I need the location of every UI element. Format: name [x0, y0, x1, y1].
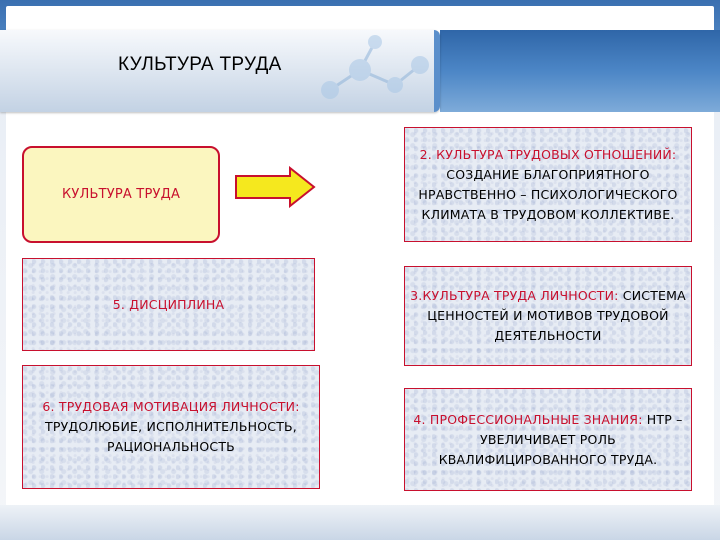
main-box-label: КУЛЬТУРА ТРУДА	[61, 186, 181, 202]
box-discipline: 5. ДИСЦИПЛИНА	[22, 258, 315, 351]
box-discipline-heading: 5. ДИСЦИПЛИНА	[112, 296, 225, 312]
box-labor-relations: 2. КУЛЬТУРА ТРУДОВЫХ ОТНОШЕНИЙ: СОЗДАНИЕ…	[404, 127, 692, 242]
box-professional-knowledge-heading: 4. ПРОФЕССИОНАЛЬНЫЕ ЗНАНИЯ:	[413, 411, 643, 427]
box-personal-culture-heading: 3.КУЛЬТУРА ТРУДА ЛИЧНОСТИ:	[410, 288, 619, 303]
main-box: КУЛЬТУРА ТРУДА	[22, 146, 220, 243]
right-arrow-icon	[235, 166, 316, 208]
header-band	[440, 30, 720, 112]
box-professional-knowledge: 4. ПРОФЕССИОНАЛЬНЫЕ ЗНАНИЯ: НТР – УВЕЛИЧ…	[404, 388, 692, 491]
footer-band	[0, 505, 720, 540]
molecule-decoration-icon	[321, 35, 429, 99]
page-title: КУЛЬТУРА ТРУДА	[118, 54, 282, 75]
box-labor-relations-heading: 2. КУЛЬТУРА ТРУДОВЫХ ОТНОШЕНИЙ:	[419, 146, 677, 162]
box-personal-culture-body: СИСТЕМА ЦЕННОСТЕЙ И МОТИВОВ ТРУДОВОЙ ДЕЯ…	[427, 288, 686, 343]
box-personal-culture: 3.КУЛЬТУРА ТРУДА ЛИЧНОСТИ: СИСТЕМА ЦЕННО…	[404, 266, 692, 366]
box-labor-relations-body: СОЗДАНИЕ БЛАГОПРИЯТНОГО НРАВСТВЕННО – ПС…	[418, 166, 678, 222]
box-professional-knowledge-body: НТР – УВЕЛИЧИВАЕТ РОЛЬ КВАЛИФИЦИРОВАННОГ…	[438, 411, 683, 467]
box-motivation-heading: 6. ТРУДОВАЯ МОТИВАЦИЯ ЛИЧНОСТИ:	[42, 399, 300, 414]
box-motivation-body: ТРУДОЛЮБИЕ, ИСПОЛНИТЕЛЬНОСТЬ, РАЦИОНАЛЬН…	[45, 419, 297, 454]
box-motivation: 6. ТРУДОВАЯ МОТИВАЦИЯ ЛИЧНОСТИ: ТРУДОЛЮБ…	[22, 365, 320, 489]
